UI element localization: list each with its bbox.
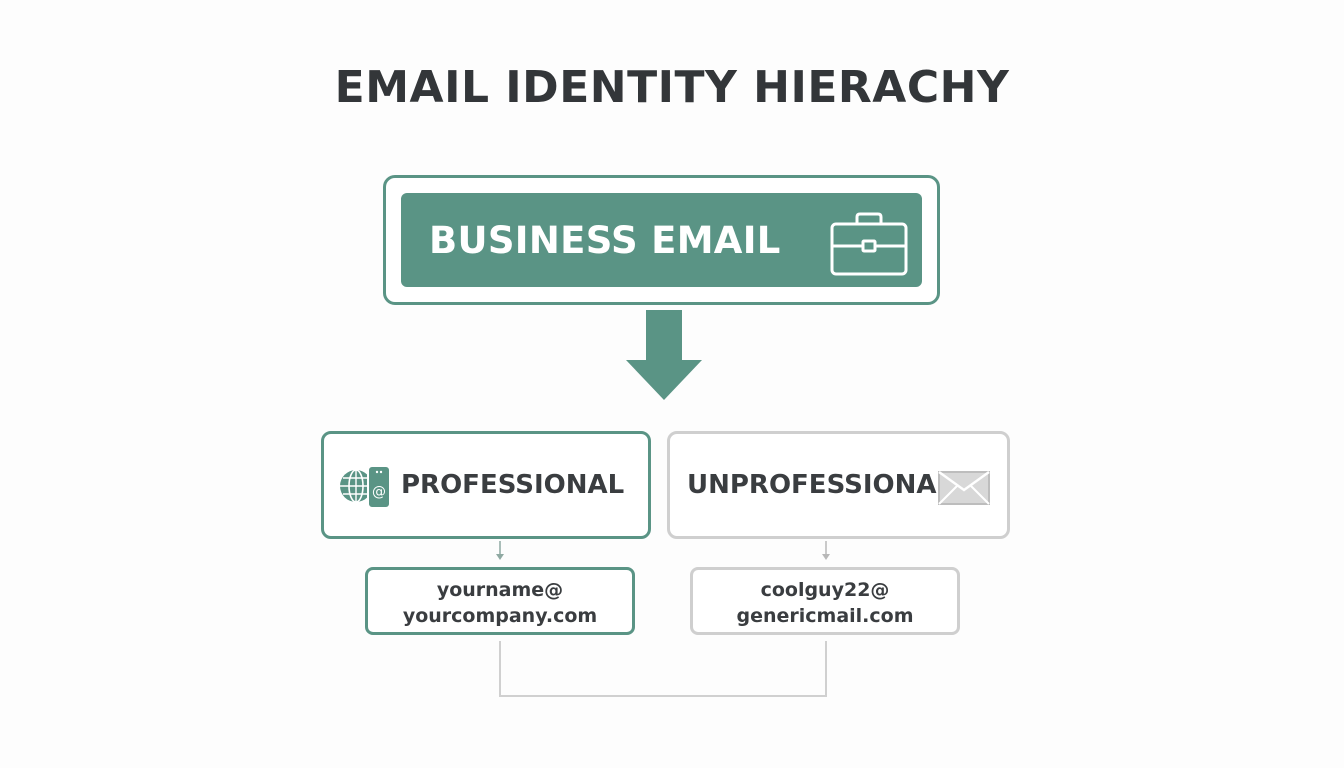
unprofessional-address-box: coolguy22@ genericmail.com — [690, 567, 960, 635]
briefcase-icon — [830, 212, 908, 276]
globe-phone-icon: @ — [340, 465, 391, 509]
unprofessional-node: UNPROFESSIONAL — [667, 431, 1010, 539]
professional-label: PROFESSIONAL — [401, 470, 625, 500]
envelope-icon — [938, 470, 990, 505]
svg-text:@: @ — [372, 484, 386, 500]
unprofessional-address-domain: genericmail.com — [736, 605, 914, 627]
professional-node: @ PROFESSIONAL — [321, 431, 651, 539]
unprofessional-label: UNPROFESSIONAL — [687, 470, 954, 500]
professional-address-box: yourname@ yourcompany.com — [365, 567, 635, 635]
unprofessional-address-local: coolguy22@ — [760, 579, 890, 601]
business-email-banner: BUSINESS EMAIL — [401, 193, 922, 287]
business-email-label: BUSINESS EMAIL — [429, 219, 781, 262]
business-email-node: BUSINESS EMAIL — [383, 175, 940, 305]
professional-address-domain: yourcompany.com — [402, 605, 598, 627]
professional-address-local: yourname@ — [436, 579, 564, 601]
down-arrow-icon — [626, 310, 702, 400]
diagram-title: EMAIL IDENTITY HIERACHY — [334, 62, 1010, 113]
